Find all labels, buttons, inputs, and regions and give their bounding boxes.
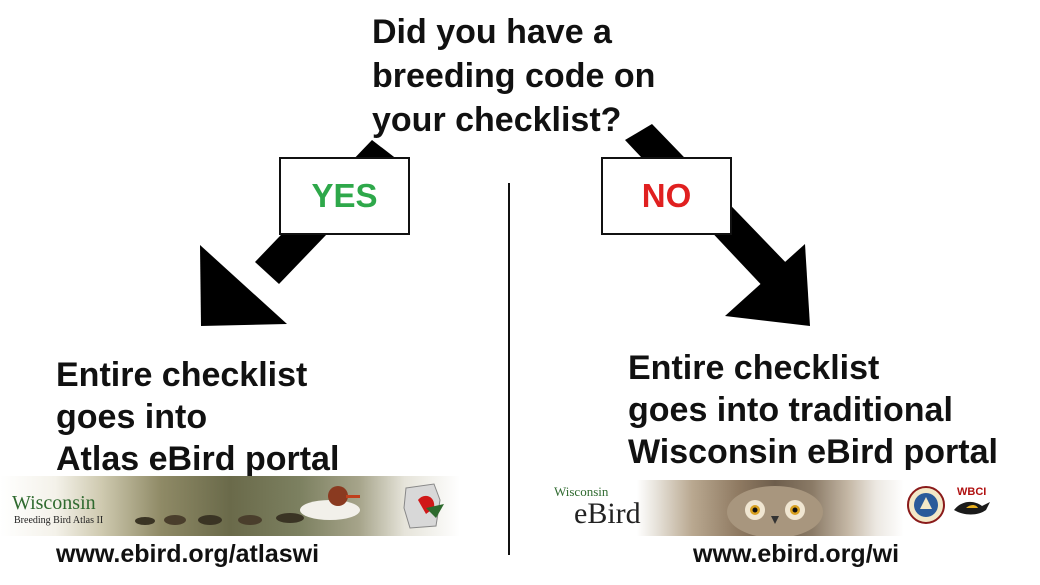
no-outcome-text: Entire checklist goes into traditional W… bbox=[628, 347, 998, 473]
wisconsin-portal-url[interactable]: www.ebird.org/wi bbox=[693, 540, 899, 569]
yes-box: YES bbox=[279, 157, 410, 235]
no-outcome-line-1: Entire checklist bbox=[628, 347, 998, 389]
question-text: Did you have a breeding code on your che… bbox=[372, 10, 712, 142]
question-line-2: breeding code on bbox=[372, 54, 712, 98]
question-line-1: Did you have a bbox=[372, 10, 712, 54]
no-outcome-line-3: Wisconsin eBird portal bbox=[628, 431, 998, 473]
wbci-bird-icon bbox=[952, 496, 992, 520]
no-outcome-line-2: goes into traditional bbox=[628, 389, 998, 431]
yes-outcome-line-1: Entire checklist bbox=[56, 354, 339, 396]
ebird-logo-name: eBird bbox=[574, 497, 641, 531]
center-divider bbox=[508, 183, 510, 555]
question-line-3: your checklist? bbox=[372, 98, 712, 142]
atlas-portal-url[interactable]: www.ebird.org/atlaswi bbox=[56, 540, 319, 569]
no-box: NO bbox=[601, 157, 732, 235]
bird-silhouette-map-icon bbox=[396, 478, 452, 534]
yes-outcome-line-2: goes into bbox=[56, 396, 339, 438]
society-seal-icon bbox=[906, 485, 946, 525]
yes-outcome-text: Entire checklist goes into Atlas eBird p… bbox=[56, 354, 339, 480]
yes-label: YES bbox=[311, 177, 377, 215]
yes-outcome-line-3: Atlas eBird portal bbox=[56, 438, 339, 480]
atlas-logo-subtitle: Breeding Bird Atlas II bbox=[14, 515, 103, 526]
no-label: NO bbox=[642, 177, 692, 215]
atlas-logo-title: Wisconsin bbox=[12, 492, 96, 515]
